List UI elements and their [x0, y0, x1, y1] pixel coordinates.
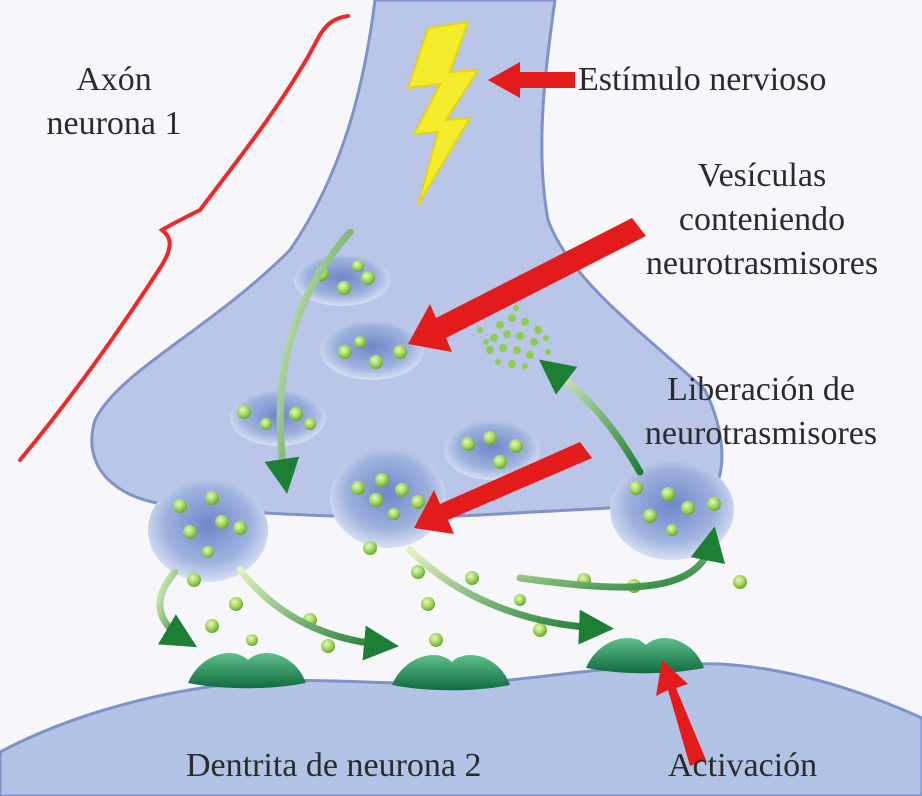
release-label-line-2: neurotrasmisores — [602, 412, 920, 456]
dendrite-label: Dentrita de neurona 2 — [186, 744, 482, 788]
axon-label: Axón neurona 1 — [18, 58, 210, 146]
release-label: Liberación de neurotrasmisores — [602, 368, 920, 456]
release-label-line-1: Liberación de — [602, 368, 920, 412]
receptor — [586, 638, 704, 673]
vesicle — [330, 448, 446, 548]
activation-label: Activación — [668, 744, 817, 788]
axon-label-line-2: neurona 1 — [18, 102, 210, 146]
vesicles-label-line-2: conteniendo — [604, 198, 920, 242]
vesicles-label-line-1: Vesículas — [604, 154, 920, 198]
receptor — [188, 653, 306, 688]
receptor — [392, 655, 510, 690]
stimulus-label: Estímulo nervioso — [578, 58, 826, 102]
vesicle — [320, 320, 424, 380]
axon-label-line-1: Axón — [18, 58, 210, 102]
vesicles-label: Vesículas conteniendo neurotrasmisores — [604, 154, 920, 286]
vesicles-label-line-3: neurotrasmisores — [604, 242, 920, 286]
